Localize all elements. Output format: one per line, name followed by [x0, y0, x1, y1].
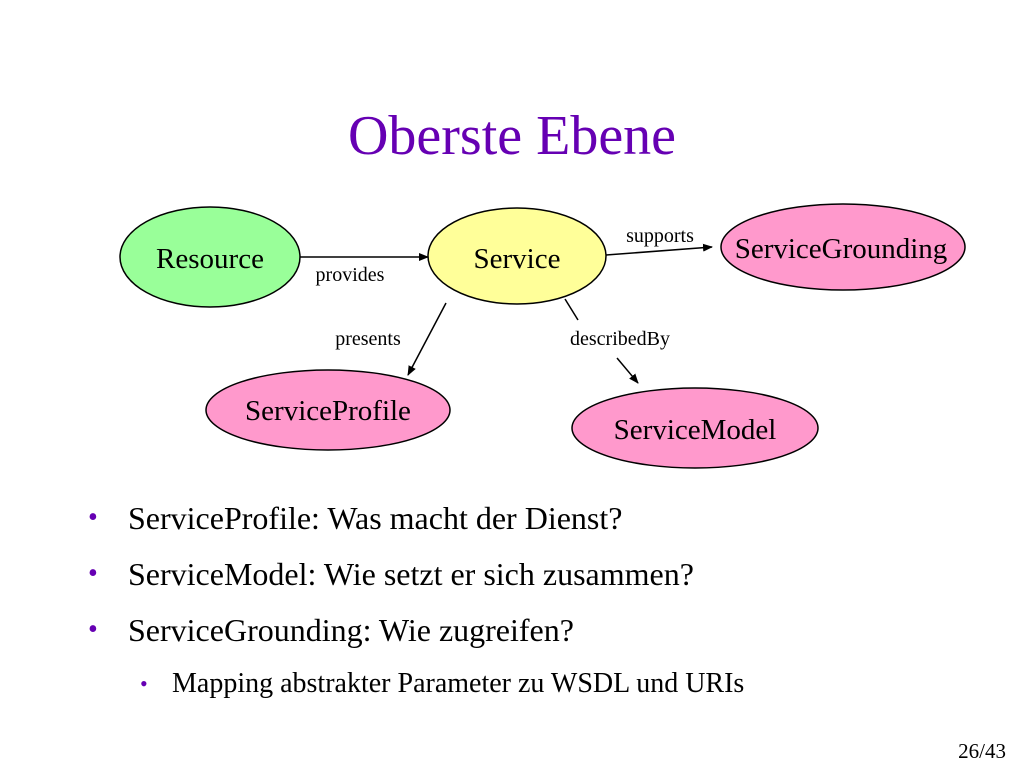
- sub-bullet-text: Mapping abstrakter Parameter zu WSDL und…: [172, 668, 745, 699]
- service-profile-node: [205, 369, 451, 451]
- sub-bullet-marker: •: [140, 671, 148, 696]
- bullet-marker: •: [88, 614, 98, 645]
- service-profile-node-label: ServiceProfile: [245, 395, 411, 427]
- sub-bullet-item: • Mapping abstrakter Parameter zu WSDL u…: [88, 666, 988, 702]
- slide-title: Oberste Ebene: [347, 105, 677, 167]
- supports-arrow: [605, 243, 713, 256]
- bullet-marker: •: [88, 558, 98, 589]
- bullet-list: • ServiceProfile: Was macht der Dienst? …: [88, 498, 988, 702]
- bullet-text: ServiceProfile: Was macht der Dienst?: [128, 500, 623, 536]
- service-grounding-node: [720, 203, 966, 291]
- supports-label: supports: [626, 225, 694, 247]
- resource-node-label: Resource: [156, 243, 264, 275]
- bullet-item: • ServiceGrounding: Wie zugreifen?: [88, 610, 988, 666]
- service-node-label: Service: [474, 243, 561, 275]
- bullet-item: • ServiceModel: Wie setzt er sich zusamm…: [88, 554, 988, 610]
- described-by-arrow: [616, 357, 639, 384]
- service-model-node-label: ServiceModel: [614, 414, 777, 446]
- bullet-text: ServiceGrounding: Wie zugreifen?: [128, 612, 574, 648]
- described-by-arrow-top: [564, 298, 579, 321]
- described-by-label: describedBy: [570, 328, 670, 350]
- bullet-marker: •: [88, 502, 98, 533]
- bullet-text: ServiceModel: Wie setzt er sich zusammen…: [128, 556, 694, 592]
- service-grounding-node-label: ServiceGrounding: [735, 233, 948, 265]
- provides-label: provides: [316, 264, 385, 286]
- service-node: [427, 207, 607, 305]
- presents-label: presents: [335, 328, 401, 350]
- bullet-item: • ServiceProfile: Was macht der Dienst?: [88, 498, 988, 554]
- resource-node: [119, 206, 301, 308]
- presents-arrow: [407, 302, 447, 376]
- service-model-node: [571, 387, 819, 469]
- page-number: 26/43: [958, 739, 1006, 763]
